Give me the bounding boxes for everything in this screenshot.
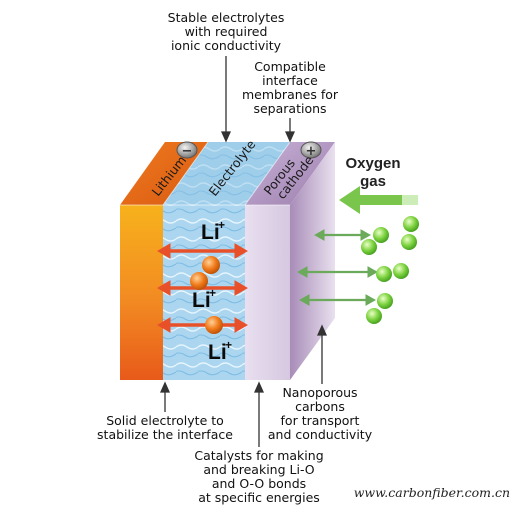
svg-text:with required: with required <box>185 24 268 39</box>
green-arrow-3 <box>298 294 377 306</box>
callout-nanoporous <box>316 324 328 384</box>
top-caption: Stable electrolytes with required ionic … <box>168 10 285 53</box>
svg-text:Compatible: Compatible <box>254 59 326 74</box>
oxygen-molecule-sphere <box>401 234 417 250</box>
oxygen-molecules <box>361 216 419 324</box>
svg-text:+: + <box>218 218 225 232</box>
catalyst-caption: Catalysts for making and breaking Li-O a… <box>194 448 323 505</box>
svg-text:for transport: for transport <box>281 413 360 428</box>
svg-text:+: + <box>225 338 232 352</box>
svg-text:Catalysts for making: Catalysts for making <box>194 448 323 463</box>
svg-text:+: + <box>306 144 317 159</box>
svg-text:−: − <box>182 144 193 159</box>
negative-terminal-icon: − <box>176 141 198 159</box>
ion-label-2: Li + <box>192 286 216 312</box>
lithium-ion-sphere <box>190 272 208 290</box>
svg-text:Nanoporous: Nanoporous <box>282 385 357 400</box>
cathode-side-face <box>290 142 335 380</box>
lithium-front-face <box>120 205 163 380</box>
svg-text:at specific energies: at specific energies <box>198 490 320 505</box>
cathode-front-face <box>245 205 290 380</box>
lithium-ion-sphere <box>205 316 223 334</box>
callout-catalyst <box>253 381 265 447</box>
svg-text:ionic conductivity: ionic conductivity <box>171 38 282 53</box>
oxygen-molecule-sphere <box>376 266 392 282</box>
callout-membrane <box>284 118 296 143</box>
ion-arrow-1 <box>157 243 248 259</box>
oxygen-molecule-sphere <box>393 263 409 279</box>
oxygen-molecule-sphere <box>366 308 382 324</box>
electrolyte-top-shade <box>163 142 290 205</box>
battery-cell: − + Lithium Electrolyte Porous cathode L… <box>120 137 335 380</box>
lithium-ion-sphere <box>202 256 220 274</box>
svg-text:+: + <box>209 286 216 300</box>
oxygen-molecule-sphere <box>373 227 389 243</box>
svg-text:separations: separations <box>253 101 326 116</box>
svg-text:and breaking Li-O: and breaking Li-O <box>203 462 314 477</box>
callout-top <box>220 56 232 143</box>
solid-electrolyte-caption: Solid electrolyte to stabilize the inter… <box>97 413 233 442</box>
svg-text:Oxygen: Oxygen <box>345 155 400 172</box>
svg-text:and O-O bonds: and O-O bonds <box>212 476 306 491</box>
svg-text:Stable electrolytes: Stable electrolytes <box>168 10 285 25</box>
oxygen-inflow-arrow <box>339 186 418 214</box>
ion-label-3: Li + <box>208 338 232 364</box>
membrane-caption: Compatible interface membranes for separ… <box>242 59 339 116</box>
svg-text:membranes for: membranes for <box>242 87 339 102</box>
ion-arrow-3 <box>157 317 248 333</box>
green-arrow-2 <box>296 266 379 278</box>
watermark-url: www.carbonfiber.com.cn <box>354 485 510 500</box>
oxygen-molecule-sphere <box>403 216 419 232</box>
green-arrow-1 <box>313 229 372 241</box>
electrolyte-front-face <box>163 205 245 380</box>
svg-text:Li: Li <box>192 289 211 312</box>
svg-text:interface: interface <box>262 73 318 88</box>
callout-solid <box>159 381 171 412</box>
svg-text:gas: gas <box>360 173 386 190</box>
svg-text:Li: Li <box>208 341 227 364</box>
oxygen-molecule-sphere <box>361 239 377 255</box>
ion-label-1: Li + <box>201 218 225 244</box>
oxygen-gas-label: Oxygen gas <box>345 155 400 190</box>
svg-text:and conductivity: and conductivity <box>268 427 373 442</box>
oxygen-exchange-arrows <box>296 229 379 306</box>
svg-text:Solid electrolyte to: Solid electrolyte to <box>106 413 224 428</box>
nanoporous-caption: Nanoporous carbons for transport and con… <box>268 385 373 442</box>
positive-terminal-icon: + <box>300 141 322 159</box>
svg-text:stabilize the interface: stabilize the interface <box>97 427 233 442</box>
oxygen-molecule-sphere <box>377 293 393 309</box>
svg-text:carbons: carbons <box>295 399 345 414</box>
svg-text:Li: Li <box>201 221 220 244</box>
callout-lines <box>159 56 328 447</box>
ion-transport-arrows <box>157 243 248 333</box>
